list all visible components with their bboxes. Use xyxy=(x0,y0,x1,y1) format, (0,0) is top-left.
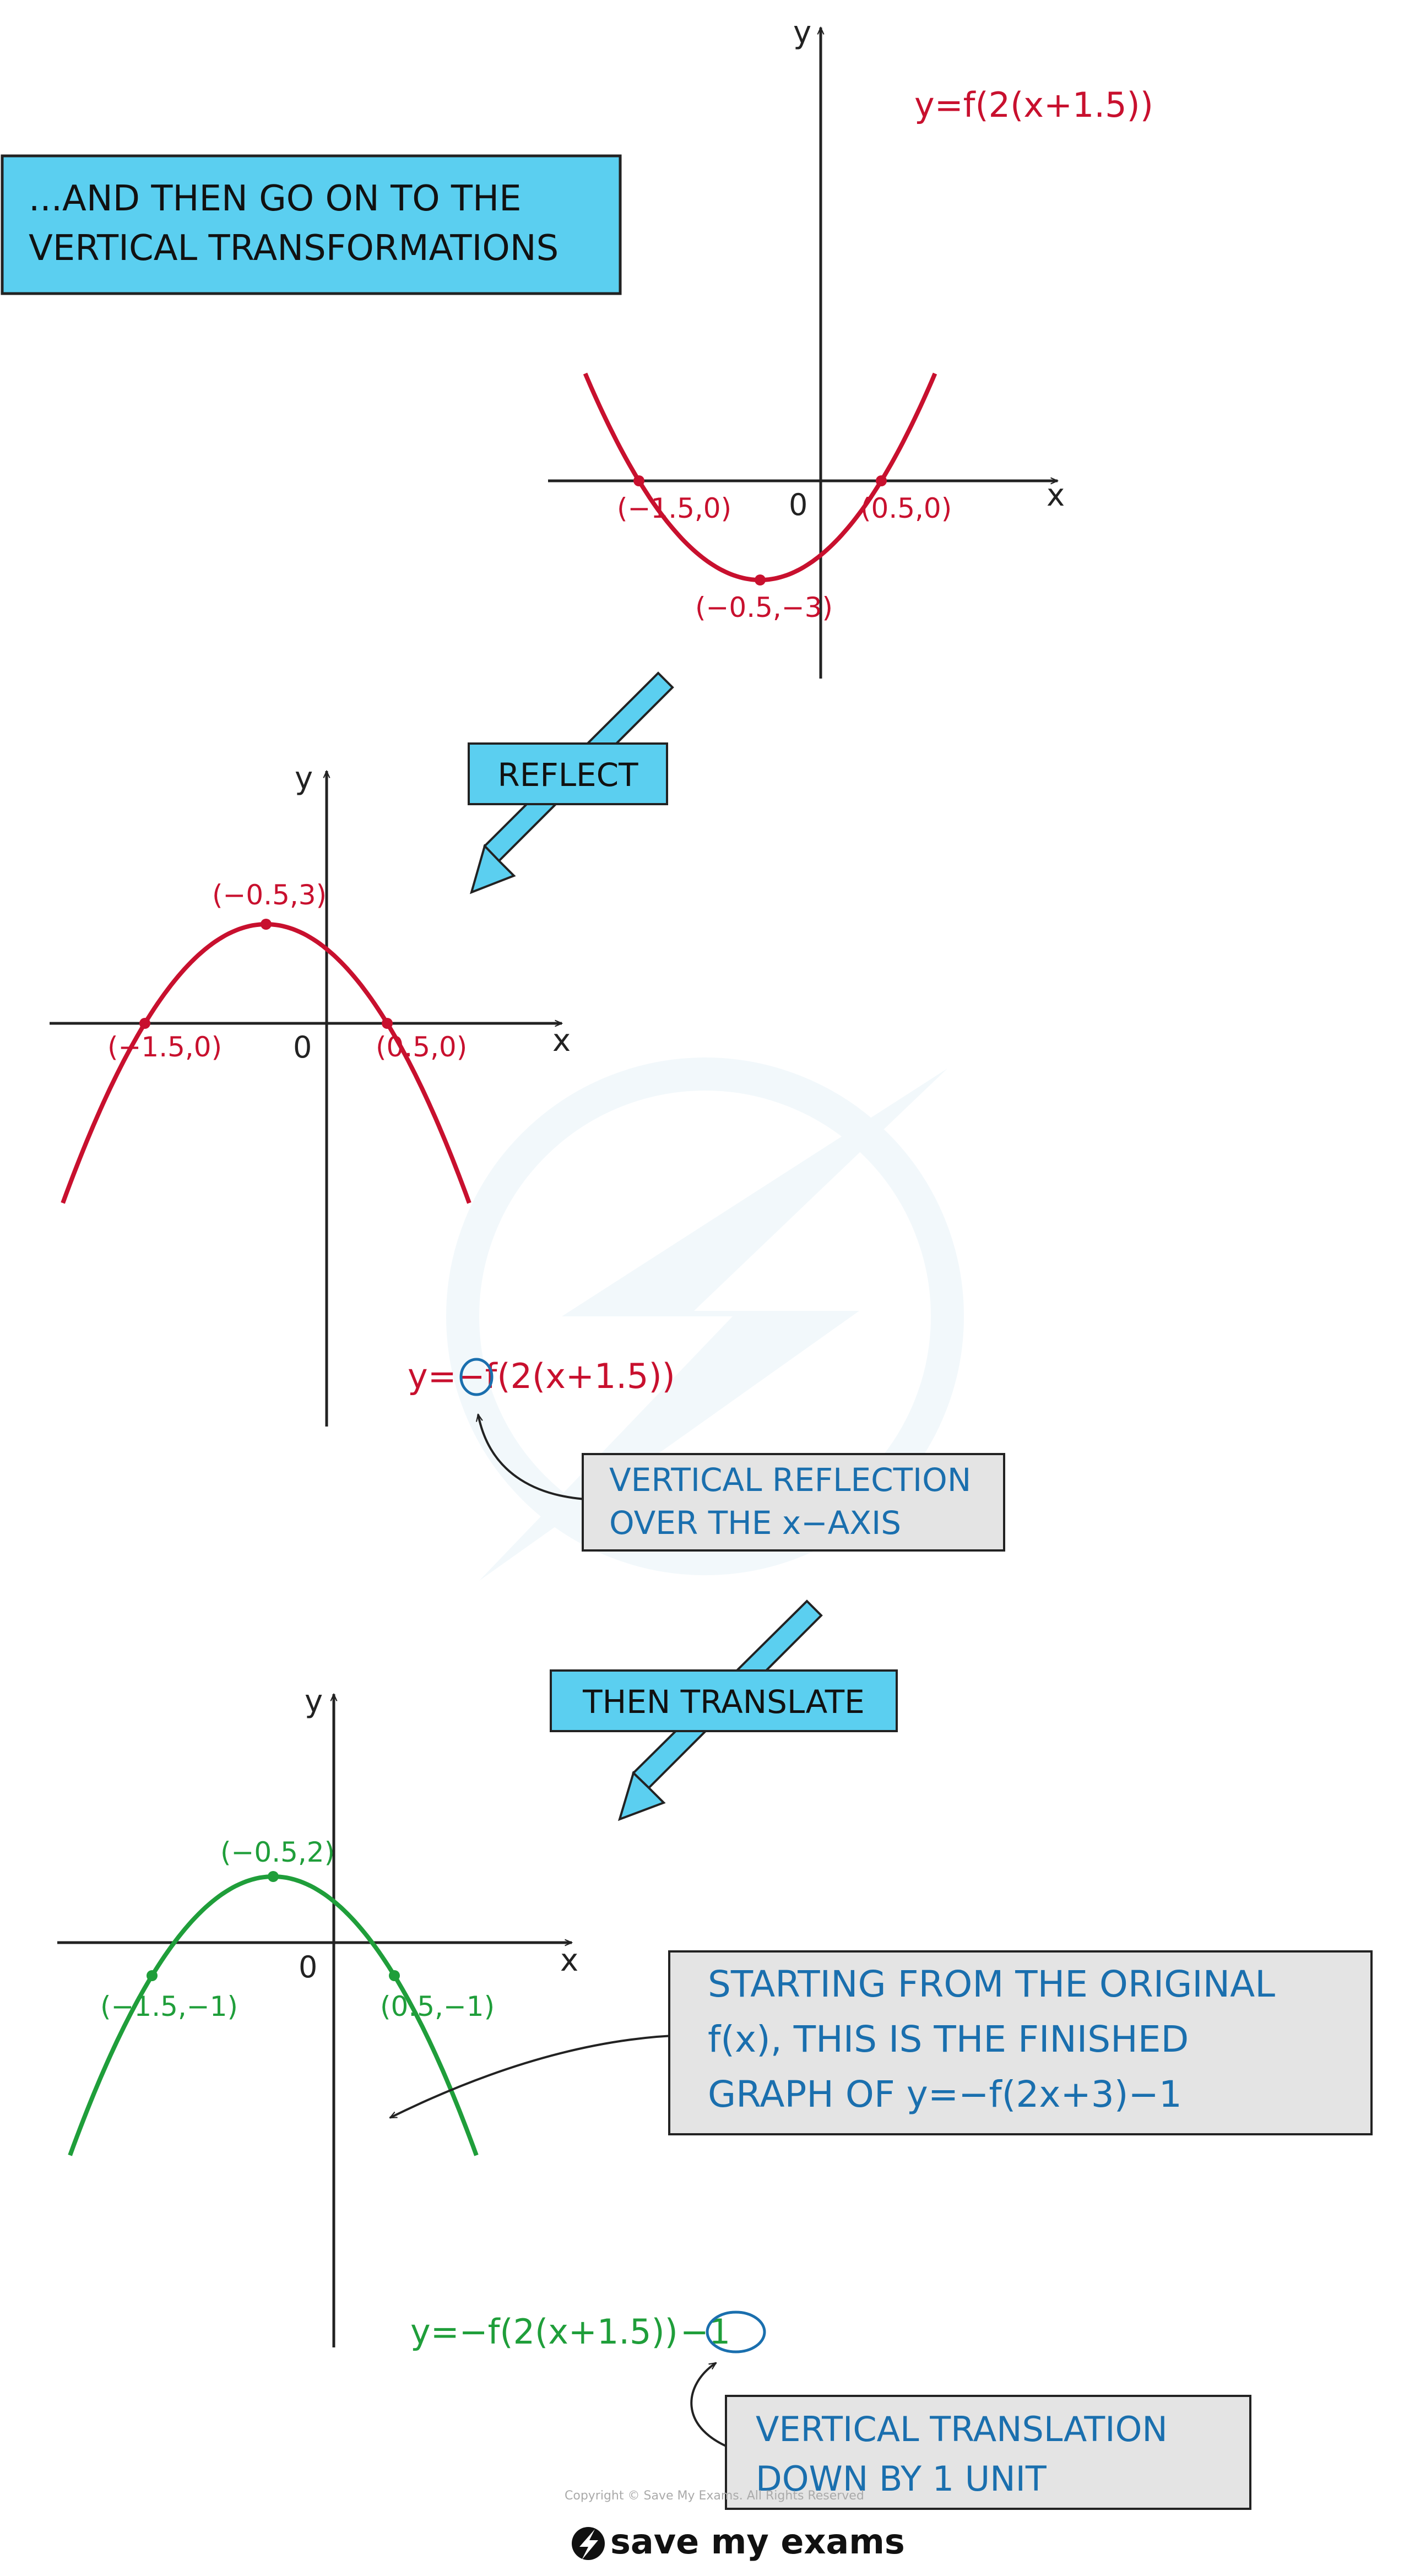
reflect-label-box: REFLECT xyxy=(468,742,668,805)
graph1-points xyxy=(633,475,887,585)
graph2-curve xyxy=(61,921,471,1204)
graph-point-2 xyxy=(755,574,766,585)
graph1-point-label-right-root: (0.5,0) xyxy=(860,492,952,524)
graph-point-1 xyxy=(389,1970,400,1981)
brand-name: save my exams xyxy=(610,2521,905,2562)
graph2-point-label-right-root: (0.5,0) xyxy=(376,1031,467,1063)
watermark-logo xyxy=(446,1057,964,1581)
graph2-note-line-2: OVER THE x−AXIS xyxy=(609,1504,901,1542)
graph1-origin-label: 0 xyxy=(789,487,807,522)
graph3-y-label: y xyxy=(305,1684,323,1720)
graph1-point-label-left-root: (−1.5,0) xyxy=(617,492,731,524)
graph2-sign-circle xyxy=(459,1358,494,1396)
graph-point-1 xyxy=(382,1018,393,1029)
graph2-origin-label: 0 xyxy=(293,1030,312,1065)
graph3-equation: y=−f(2(x+1.5))−1 xyxy=(410,2312,730,2352)
graph2-note-pointer xyxy=(478,1414,597,1501)
graph3-note2-pointer xyxy=(690,2362,736,2451)
graph-2: x y 0 (−1.5,0) (0.5,0) (−0.5,3) y=−f(2(x… xyxy=(50,761,1005,1552)
graph3-x-label: x xyxy=(560,1943,578,1978)
graph2-note-box xyxy=(582,1453,1005,1552)
graph3-note-line-2: f(x), THIS IS THE FINISHED xyxy=(708,2018,1189,2060)
graph3-note2-box xyxy=(725,2395,1251,2510)
copyright-text: Copyright © Save My Exams. All Rights Re… xyxy=(565,2489,864,2503)
graph3-origin-label: 0 xyxy=(299,1950,317,1984)
graph-point-2 xyxy=(261,919,272,930)
graph1-x-label: x xyxy=(1047,478,1065,513)
graph3-point-label-left: (−1.5,−1) xyxy=(100,1991,238,2022)
intro-box: ...AND THEN GO ON TO THE VERTICAL TRANSF… xyxy=(1,154,622,295)
brand-logo-icon xyxy=(572,2527,605,2560)
graph1-equation: y=f(2(x+1.5)) xyxy=(914,85,1153,125)
graph2-y-label: y xyxy=(295,761,313,796)
footer: Copyright © Save My Exams. All Rights Re… xyxy=(565,2489,905,2562)
graph2-points xyxy=(139,919,393,1029)
graph2-x-label: x xyxy=(552,1023,571,1059)
graph-point-0 xyxy=(139,1018,150,1029)
graph3-note-line-3: GRAPH OF y=−f(2x+3)−1 xyxy=(708,2073,1182,2116)
reflect-label: REFLECT xyxy=(497,756,638,794)
graph3-point-label-right: (0.5,−1) xyxy=(380,1991,495,2022)
graph2-point-label-left-root: (−1.5,0) xyxy=(107,1031,222,1063)
graph-point-2 xyxy=(268,1871,279,1882)
graph3-note2-line-2: DOWN BY 1 UNIT xyxy=(756,2459,1047,2499)
graph3-point-label-vertex: (−0.5,2) xyxy=(220,1836,335,1868)
graph-point-0 xyxy=(147,1970,158,1981)
graph3-shift-circle xyxy=(706,2311,766,2353)
graph2-note-line-1: VERTICAL REFLECTION xyxy=(609,1461,971,1499)
intro-line-1: ...AND THEN GO ON TO THE xyxy=(29,178,522,219)
graph1-point-label-vertex: (−0.5,−3) xyxy=(695,592,833,623)
graph-3: x y 0 (−1.5,−1) (0.5,−1) (−0.5,2) y=−f(2… xyxy=(57,1684,1373,2510)
graph-point-0 xyxy=(633,475,644,486)
graph3-note2-line-1: VERTICAL TRANSLATION xyxy=(756,2409,1168,2449)
intro-line-2: VERTICAL TRANSFORMATIONS xyxy=(29,228,559,269)
graph3-points xyxy=(147,1871,400,1981)
graph-point-1 xyxy=(876,475,887,486)
translate-label-box: THEN TRANSLATE xyxy=(550,1669,898,1732)
translate-label: THEN TRANSLATE xyxy=(582,1683,865,1721)
graph3-note-pointer xyxy=(390,2034,687,2119)
graph3-note-box xyxy=(668,1950,1373,2135)
graph-1: x y 0 (−1.5,0) (0.5,0) (−0.5,−3) y=f(2(x… xyxy=(548,15,1153,679)
graph3-note-line-1: STARTING FROM THE ORIGINAL xyxy=(708,1963,1275,2005)
graph2-point-label-vertex: (−0.5,3) xyxy=(212,879,327,911)
graph1-y-label: y xyxy=(793,15,811,51)
graph2-equation: y=−f(2(x+1.5)) xyxy=(408,1356,675,1396)
